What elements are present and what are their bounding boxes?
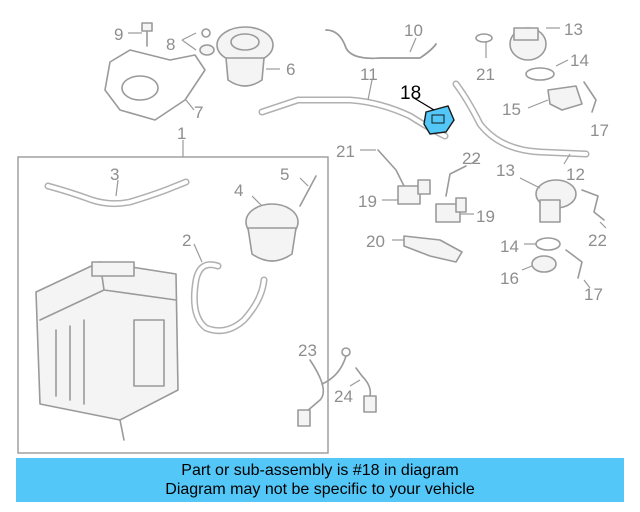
part-6-air-pump xyxy=(216,26,280,87)
callout-4: 4 xyxy=(234,181,243,200)
part-21-clip-top xyxy=(475,33,493,58)
callout-19-left: 19 xyxy=(358,192,377,211)
banner-line-1: Part or sub-assembly is #18 in diagram xyxy=(181,462,459,479)
callout-5: 5 xyxy=(280,165,289,184)
part-24-oxygen-sensor xyxy=(349,367,377,413)
callout-3: 3 xyxy=(110,165,119,184)
part-9-bolt xyxy=(128,22,153,47)
callout-14-lower: 14 xyxy=(500,237,519,256)
part-19-solenoid-right xyxy=(435,197,474,223)
exploded-parts-diagram: 9 8 7 6 1 10 11 18 21 13 14 15 17 12 21 … xyxy=(17,20,609,454)
callout-12: 12 xyxy=(566,165,585,184)
callout-6: 6 xyxy=(286,60,295,79)
info-banner: Part or sub-assembly is #18 in diagram D… xyxy=(16,458,624,502)
banner-line-2: Diagram may not be specific to your vehi… xyxy=(165,481,475,498)
part-13-valve-top xyxy=(509,27,560,61)
callout-14-top: 14 xyxy=(570,51,589,70)
part-2-hose xyxy=(190,243,268,335)
callout-11: 11 xyxy=(360,65,378,84)
part-3-hose xyxy=(44,178,190,208)
part-13-valve-lower xyxy=(519,177,577,223)
callout-18-highlighted: 18 xyxy=(400,83,421,104)
callout-13-top: 13 xyxy=(564,20,583,39)
part-8-grommets xyxy=(181,28,215,56)
callout-22-mid: 22 xyxy=(462,149,481,168)
part-23-oxygen-sensor xyxy=(297,347,351,427)
part-19-solenoid-left xyxy=(382,179,431,205)
callout-2: 2 xyxy=(182,231,191,250)
callout-7: 7 xyxy=(194,103,203,122)
callout-17-top: 17 xyxy=(590,121,609,140)
part-4-pump xyxy=(245,195,299,262)
callout-17-lower: 17 xyxy=(584,285,603,304)
part-10-hose xyxy=(325,29,437,60)
callout-8: 8 xyxy=(166,35,175,54)
part-22-connector xyxy=(445,159,479,197)
canister-group-box xyxy=(17,156,329,454)
charcoal-canister xyxy=(35,261,179,441)
part-17-bracket-lower xyxy=(565,249,591,289)
part-16-flange xyxy=(521,255,557,273)
part-14-gasket-lower xyxy=(524,237,561,251)
part-5-sensor xyxy=(299,175,317,207)
callout-13-lower: 13 xyxy=(496,161,515,180)
callout-9: 9 xyxy=(114,25,123,44)
callout-15: 15 xyxy=(502,100,521,119)
callout-24: 24 xyxy=(334,387,353,406)
part-20-bracket xyxy=(392,235,463,263)
part-12-hose xyxy=(452,80,590,165)
callout-1: 1 xyxy=(177,124,186,143)
part-22-clip-lower xyxy=(581,189,607,229)
callout-22-lower: 22 xyxy=(588,231,607,250)
part-7-bracket xyxy=(104,49,206,121)
callout-10: 10 xyxy=(404,21,423,40)
part-14-gasket-top xyxy=(525,59,569,81)
part-15-bracket xyxy=(527,81,597,113)
callout-16: 16 xyxy=(500,269,519,288)
callout-20: 20 xyxy=(366,232,385,251)
part-18-highlighted-valve xyxy=(413,97,455,135)
callout-21-top: 21 xyxy=(476,65,495,84)
callout-21-mid: 21 xyxy=(336,142,355,161)
callout-23: 23 xyxy=(298,341,317,360)
callout-19-right: 19 xyxy=(476,207,495,226)
